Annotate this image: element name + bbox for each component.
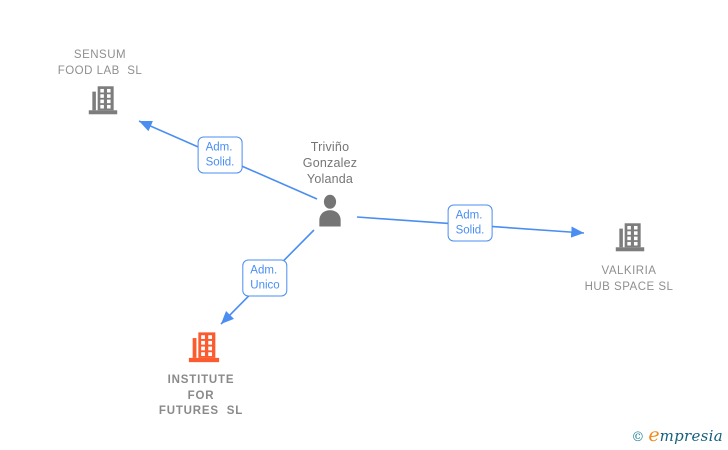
empresia-logo-initial: e xyxy=(648,424,660,446)
edge-label-adm-unico-institute: Adm.Unico xyxy=(242,259,288,297)
building-icon-focal[interactable] xyxy=(187,331,221,370)
empresia-watermark: ©empresia xyxy=(631,426,723,447)
edge-label-adm-solid-valkiria: Adm.Solid. xyxy=(447,204,493,242)
edge-label-adm-solid-sensum: Adm.Solid. xyxy=(197,136,243,174)
building-icon[interactable] xyxy=(614,222,646,259)
empresia-logo-text: mpresia xyxy=(659,427,723,445)
person-icon[interactable] xyxy=(315,194,346,232)
building-icon[interactable] xyxy=(87,85,119,122)
copyright-icon: © xyxy=(631,430,645,445)
